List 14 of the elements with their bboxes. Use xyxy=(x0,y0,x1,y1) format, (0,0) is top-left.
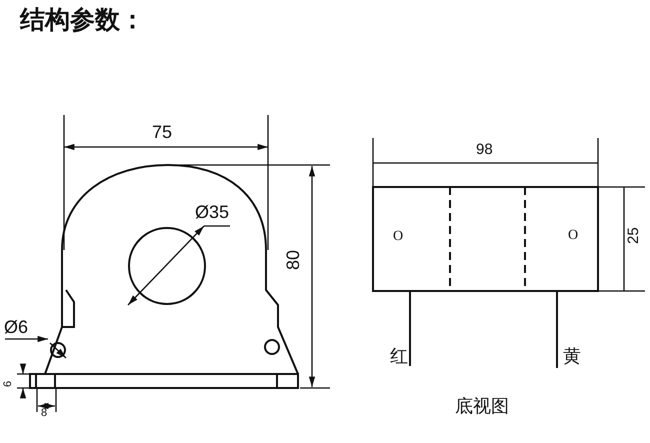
title: 结构参数： xyxy=(20,8,145,33)
dimension-value: 80 xyxy=(284,250,302,270)
dimension-value: 6 xyxy=(3,380,14,387)
view-caption: 底视图 xyxy=(455,397,509,415)
wire-color-label: 红 xyxy=(390,347,408,365)
hole-mark: O xyxy=(393,230,404,244)
wire-color-label: 黄 xyxy=(563,347,581,365)
dimension-value: 25 xyxy=(626,227,641,244)
dimension-value: 98 xyxy=(476,142,493,157)
dimension-value: 75 xyxy=(152,123,172,141)
dimension-value: 8 xyxy=(41,408,48,419)
dimension-value: Ø35 xyxy=(195,203,230,221)
dimension-value: Ø6 xyxy=(4,318,28,336)
hole-mark: O xyxy=(568,229,578,243)
